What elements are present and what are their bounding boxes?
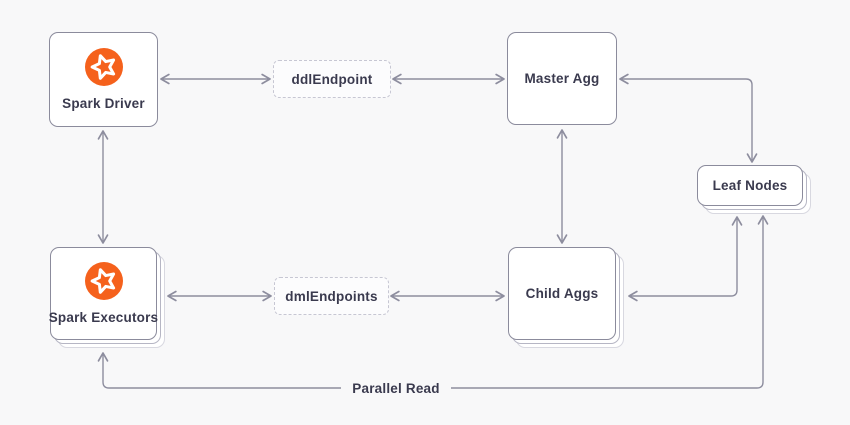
edge-child-leaf xyxy=(628,216,743,302)
star-icon xyxy=(84,262,123,300)
node-label: dmlEndpoints xyxy=(285,288,378,304)
node-label: Spark Executors xyxy=(48,310,159,325)
node-label: Spark Driver xyxy=(62,96,145,111)
star-icon xyxy=(84,48,123,86)
node-ddl-endpoint: ddlEndpoint xyxy=(273,60,391,98)
node-label: Child Aggs xyxy=(525,286,599,301)
edge-label-parallel-read: Parallel Read xyxy=(341,377,451,399)
node-dml-endpoints: dmlEndpoints xyxy=(274,277,389,315)
edge-parallel-read xyxy=(97,215,769,389)
node-label: Master Agg xyxy=(524,71,600,86)
node-leaf-nodes: Leaf Nodes xyxy=(697,165,811,214)
edge-master-leaf xyxy=(619,73,758,163)
node-label: ddlEndpoint xyxy=(291,71,373,87)
node-spark-driver: Spark Driver xyxy=(49,32,158,127)
node-spark-executors: Spark Executors xyxy=(48,247,165,348)
node-child-aggs: Child Aggs xyxy=(508,247,624,348)
node-master-agg: Master Agg xyxy=(507,32,617,125)
node-label: Leaf Nodes xyxy=(712,178,788,193)
